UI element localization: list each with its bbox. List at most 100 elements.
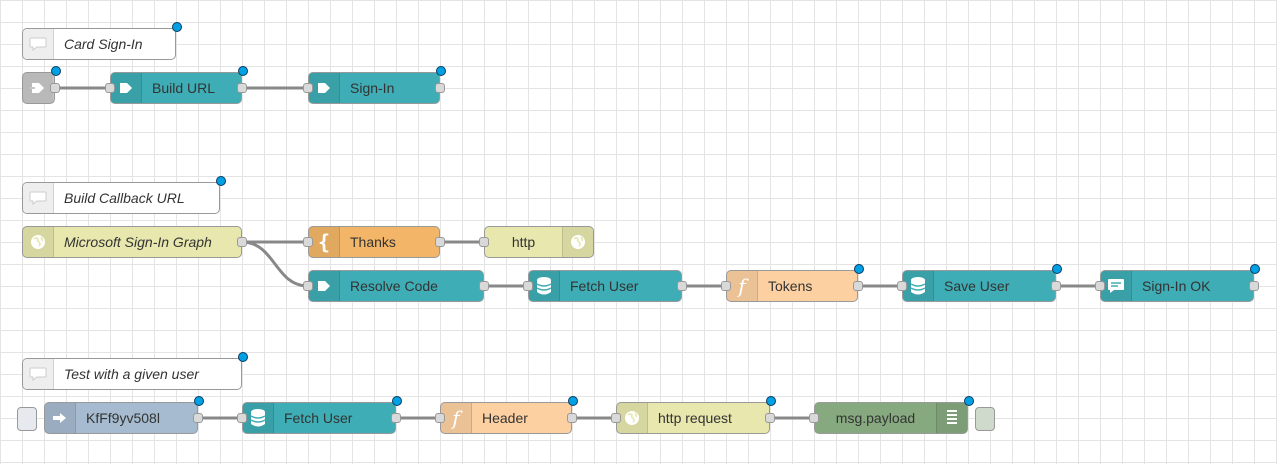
comment-label: Test with a given user	[64, 366, 199, 382]
node-label: Sign-In	[350, 80, 395, 96]
changed-indicator	[964, 396, 974, 406]
comment-icon	[23, 359, 54, 389]
input-port[interactable]	[435, 413, 445, 423]
output-port[interactable]	[765, 413, 775, 423]
comment-icon	[23, 29, 54, 59]
input-port[interactable]	[809, 413, 819, 423]
output-port[interactable]	[567, 413, 577, 423]
changed-indicator	[172, 22, 182, 32]
debug-node[interactable]: msg.payload	[809, 396, 995, 434]
input-port[interactable]	[479, 237, 489, 247]
globe-icon	[617, 403, 648, 433]
comment-test-with-given-user[interactable]: Test with a given user	[22, 352, 248, 390]
node-label: http	[511, 234, 536, 250]
output-port[interactable]	[435, 83, 445, 93]
changed-indicator	[1052, 264, 1062, 274]
node-label: Save User	[944, 278, 1010, 294]
input-port[interactable]	[1095, 281, 1105, 291]
output-port[interactable]	[50, 83, 60, 93]
globe-icon	[562, 227, 593, 257]
changed-indicator	[766, 396, 776, 406]
function-node-header[interactable]: f Header	[435, 396, 578, 434]
input-port[interactable]	[523, 281, 533, 291]
inject-node[interactable]: KfFf9yv508l	[17, 396, 204, 434]
node-label: http request	[658, 410, 732, 426]
function-icon: f	[727, 271, 758, 301]
function-icon: f	[441, 403, 472, 433]
link-out-icon	[111, 73, 142, 103]
output-port[interactable]	[677, 281, 687, 291]
node-label: Thanks	[350, 234, 396, 250]
function-node-tokens[interactable]: f Tokens	[721, 264, 864, 302]
database-icon	[903, 271, 934, 301]
input-port[interactable]	[897, 281, 907, 291]
changed-indicator	[238, 66, 248, 76]
changed-indicator	[51, 66, 61, 76]
trigger-node[interactable]	[22, 66, 61, 104]
input-port[interactable]	[611, 413, 621, 423]
output-port[interactable]	[237, 83, 247, 93]
input-port[interactable]	[721, 281, 731, 291]
http-response-node[interactable]: http	[479, 226, 594, 258]
trigger-icon	[23, 73, 53, 103]
comment-build-callback-url[interactable]: Build Callback URL	[22, 176, 226, 214]
changed-indicator	[216, 176, 226, 186]
comment-icon	[23, 183, 54, 213]
db-node-save-user[interactable]: Save User	[897, 264, 1062, 302]
link-out-icon	[309, 73, 340, 103]
node-label: Microsoft Sign-In Graph	[64, 234, 212, 250]
comment-label: Build Callback URL	[64, 190, 185, 206]
changed-indicator	[194, 396, 204, 406]
db-node-fetch-user[interactable]: Fetch User	[523, 270, 687, 302]
output-port[interactable]	[193, 413, 203, 423]
database-icon	[243, 403, 274, 433]
comment-card-sign-in[interactable]: Card Sign-In	[22, 22, 182, 60]
node-label: Resolve Code	[350, 278, 438, 294]
output-port[interactable]	[237, 237, 247, 247]
output-port[interactable]	[853, 281, 863, 291]
database-icon	[529, 271, 560, 301]
http-request-node[interactable]: http request	[611, 396, 776, 434]
debug-list-icon	[936, 403, 967, 433]
globe-icon	[23, 227, 54, 257]
comment-label: Card Sign-In	[64, 36, 143, 52]
node-label: msg.payload	[835, 410, 916, 426]
db-node-fetch-user-test[interactable]: Fetch User	[237, 396, 402, 434]
wire	[241, 240, 309, 288]
output-port[interactable]	[479, 281, 489, 291]
template-icon: {	[309, 227, 340, 257]
changed-indicator	[854, 264, 864, 274]
node-label: Sign-In OK	[1142, 278, 1211, 294]
output-port[interactable]	[1051, 281, 1061, 291]
link-node-build-url[interactable]: Build URL	[105, 66, 248, 104]
node-label: Fetch User	[284, 410, 353, 426]
output-port[interactable]	[435, 237, 445, 247]
changed-indicator	[568, 396, 578, 406]
template-node-thanks[interactable]: { Thanks	[303, 226, 445, 258]
message-icon	[1101, 271, 1132, 301]
debug-toggle-button[interactable]	[975, 407, 995, 431]
link-node-sign-in[interactable]: Sign-In	[303, 66, 446, 104]
changed-indicator	[238, 352, 248, 362]
changed-indicator	[436, 66, 446, 76]
message-node-sign-in-ok[interactable]: Sign-In OK	[1095, 264, 1260, 302]
output-port[interactable]	[1249, 281, 1259, 291]
inject-arrow-icon	[45, 403, 76, 433]
node-label: Build URL	[152, 80, 216, 96]
node-label: Header	[482, 410, 528, 426]
input-port[interactable]	[303, 83, 313, 93]
inject-button[interactable]	[17, 407, 37, 431]
node-label: Tokens	[768, 278, 813, 294]
input-port[interactable]	[237, 413, 247, 423]
changed-indicator	[1250, 264, 1260, 274]
http-in-node[interactable]: Microsoft Sign-In Graph	[22, 226, 247, 258]
link-out-icon	[309, 271, 340, 301]
node-label: KfFf9yv508l	[86, 410, 160, 426]
link-node-resolve-code[interactable]: Resolve Code	[303, 270, 489, 302]
input-port[interactable]	[303, 237, 313, 247]
changed-indicator	[392, 396, 402, 406]
input-port[interactable]	[303, 281, 313, 291]
input-port[interactable]	[105, 83, 115, 93]
output-port[interactable]	[391, 413, 401, 423]
